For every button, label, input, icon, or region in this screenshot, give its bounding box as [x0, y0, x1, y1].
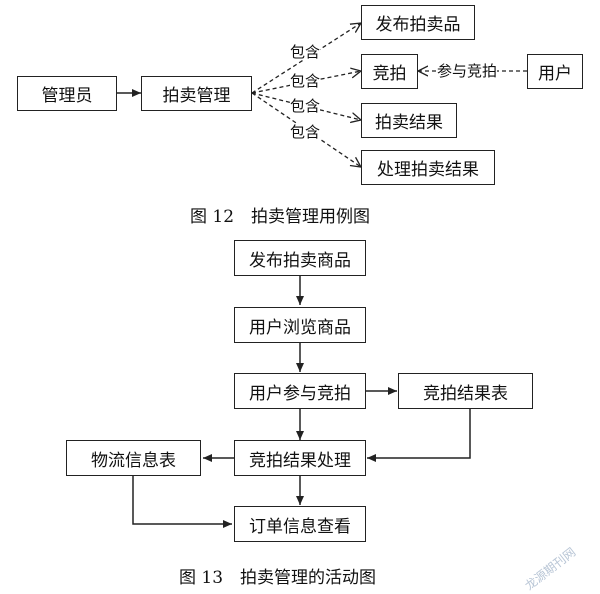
table-to-process-arrow — [367, 409, 471, 462]
include-label-1: 包含 — [290, 43, 321, 61]
include-label-2: 包含 — [290, 72, 321, 90]
logistics-to-order-arrow — [132, 476, 232, 528]
node-bid-result-process: 竞拍结果处理 — [234, 440, 366, 476]
node-user: 用户 — [527, 54, 583, 89]
node-logistics-table: 物流信息表 — [66, 440, 201, 476]
include-label-3: 包含 — [290, 97, 321, 115]
node-admin: 管理员 — [17, 76, 117, 111]
node-user-browse: 用户浏览商品 — [234, 307, 366, 343]
node-auction-result: 拍卖结果 — [361, 103, 457, 138]
node-auction-management: 拍卖管理 — [141, 76, 252, 111]
participate-label: 参与竞拍 — [437, 62, 498, 80]
node-publish-goods: 发布拍卖商品 — [234, 240, 366, 276]
include-label-4: 包含 — [290, 123, 321, 141]
node-order-view: 订单信息查看 — [234, 506, 366, 542]
node-user-join-bid: 用户参与竞拍 — [234, 373, 366, 409]
node-bid-result-table: 竞拍结果表 — [398, 373, 533, 409]
node-bid: 竞拍 — [361, 54, 418, 89]
caption-figure-12: 图 12 拍卖管理用例图 — [190, 207, 371, 227]
node-publish-item: 发布拍卖品 — [361, 5, 475, 40]
include-bid-line — [251, 71, 361, 94]
node-process-result: 处理拍卖结果 — [361, 150, 495, 185]
caption-figure-13: 图 13 拍卖管理的活动图 — [179, 568, 377, 588]
